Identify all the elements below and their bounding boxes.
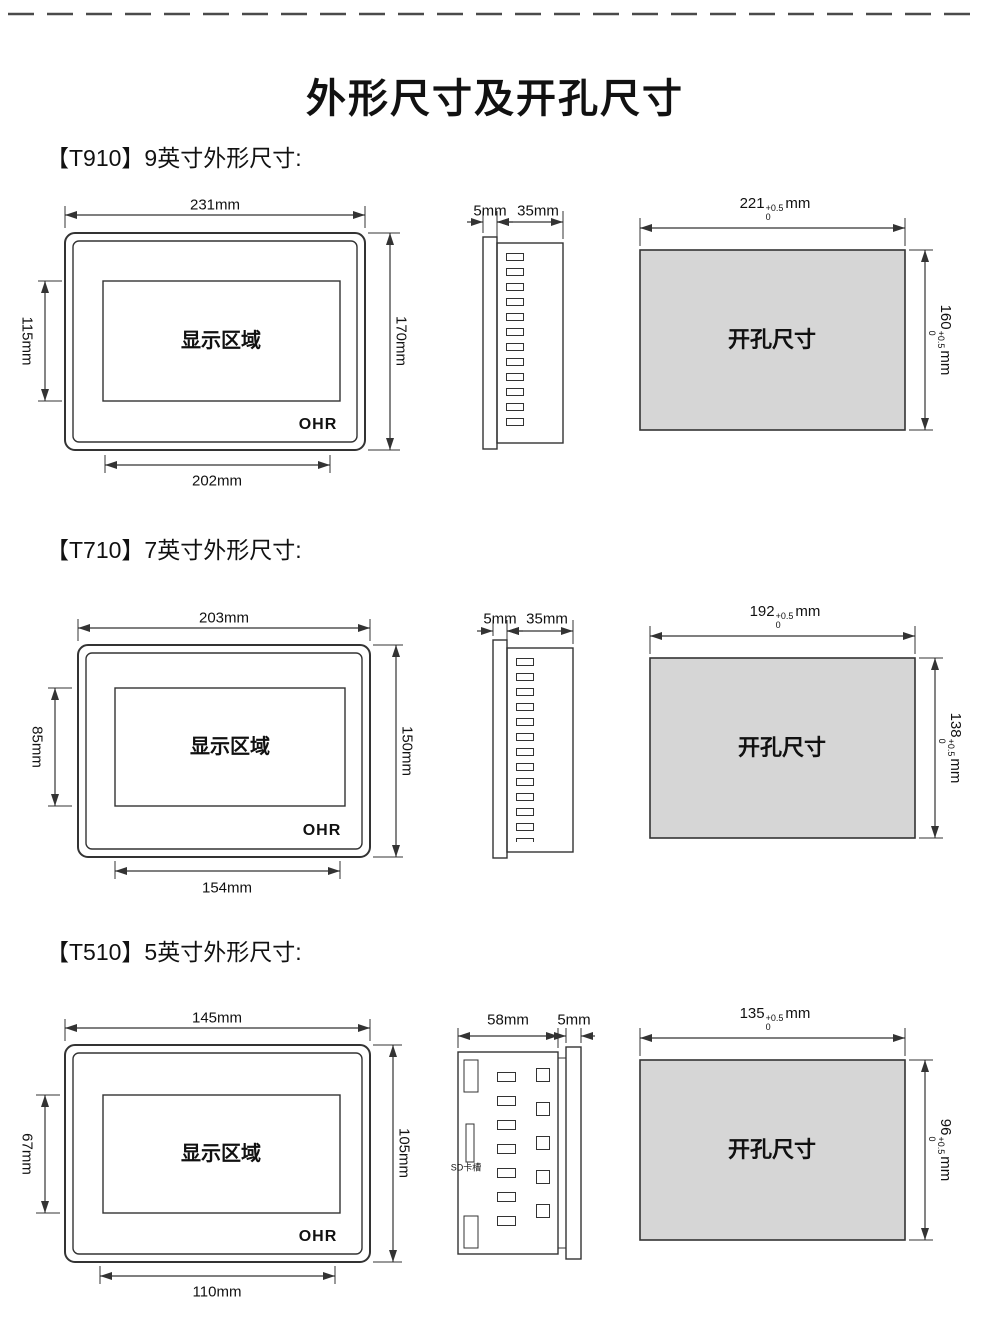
cutout-label: 开孔尺寸 bbox=[727, 1137, 817, 1162]
dim-label-width-bottom: 202mm bbox=[191, 472, 243, 490]
t710-side-view bbox=[477, 620, 574, 859]
dim-label-bezel-depth: 5mm bbox=[483, 610, 517, 628]
t910-cutout-view bbox=[639, 218, 933, 431]
dim-label-height-left: 115mm bbox=[18, 316, 36, 366]
cutout-label: 开孔尺寸 bbox=[727, 327, 817, 352]
section-heading-t710: 【T710】7英寸外形尺寸: bbox=[46, 537, 302, 563]
dim-label-bezel-depth: 5mm bbox=[557, 1011, 591, 1029]
display-area-label: 显示区域 bbox=[181, 330, 261, 352]
dim-label-width-top: 231mm bbox=[189, 196, 241, 214]
page-title: 外形尺寸及开孔尺寸 bbox=[306, 77, 684, 121]
dim-label-bezel-depth: 5mm bbox=[473, 202, 507, 220]
dim-label-height-right: 170mm bbox=[392, 315, 410, 367]
dim-label-width-bottom: 154mm bbox=[201, 879, 253, 897]
dim-label-width-bottom: 110mm bbox=[192, 1283, 242, 1301]
t710-front-view bbox=[48, 619, 403, 879]
t510-cutout-view bbox=[639, 1028, 933, 1241]
display-area-label: 显示区域 bbox=[181, 1143, 261, 1165]
display-area-label: 显示区域 bbox=[190, 736, 270, 758]
t710-cutout-view bbox=[649, 626, 943, 839]
dim-label-body-depth: 58mm bbox=[487, 1011, 529, 1029]
t910-front-view bbox=[38, 206, 400, 473]
dim-label-height-right: 105mm bbox=[395, 1127, 413, 1179]
dim-label-height-right: 150mm bbox=[398, 725, 416, 777]
dim-label-height-left: 85mm bbox=[28, 726, 46, 768]
brand-logo: OHR bbox=[298, 1228, 338, 1245]
dim-label-body-depth: 35mm bbox=[526, 610, 568, 628]
section-heading-t910: 【T910】9英寸外形尺寸: bbox=[46, 145, 302, 171]
sd-slot-label: SD卡槽 bbox=[450, 1162, 482, 1173]
t510-front-view bbox=[36, 1019, 402, 1284]
dim-label-height-left: 67mm bbox=[18, 1133, 36, 1175]
brand-logo: OHR bbox=[298, 416, 338, 433]
dim-label-width-top: 203mm bbox=[198, 609, 250, 627]
cutout-label: 开孔尺寸 bbox=[737, 735, 827, 760]
section-heading-t510: 【T510】5英寸外形尺寸: bbox=[46, 939, 302, 965]
t910-side-view bbox=[467, 211, 564, 450]
dim-label-width-top: 145mm bbox=[191, 1009, 243, 1027]
dim-label-body-depth: 35mm bbox=[517, 202, 559, 220]
t510-side-view bbox=[457, 1028, 595, 1260]
brand-logo: OHR bbox=[302, 822, 342, 839]
sd-card-slot bbox=[465, 1123, 475, 1163]
